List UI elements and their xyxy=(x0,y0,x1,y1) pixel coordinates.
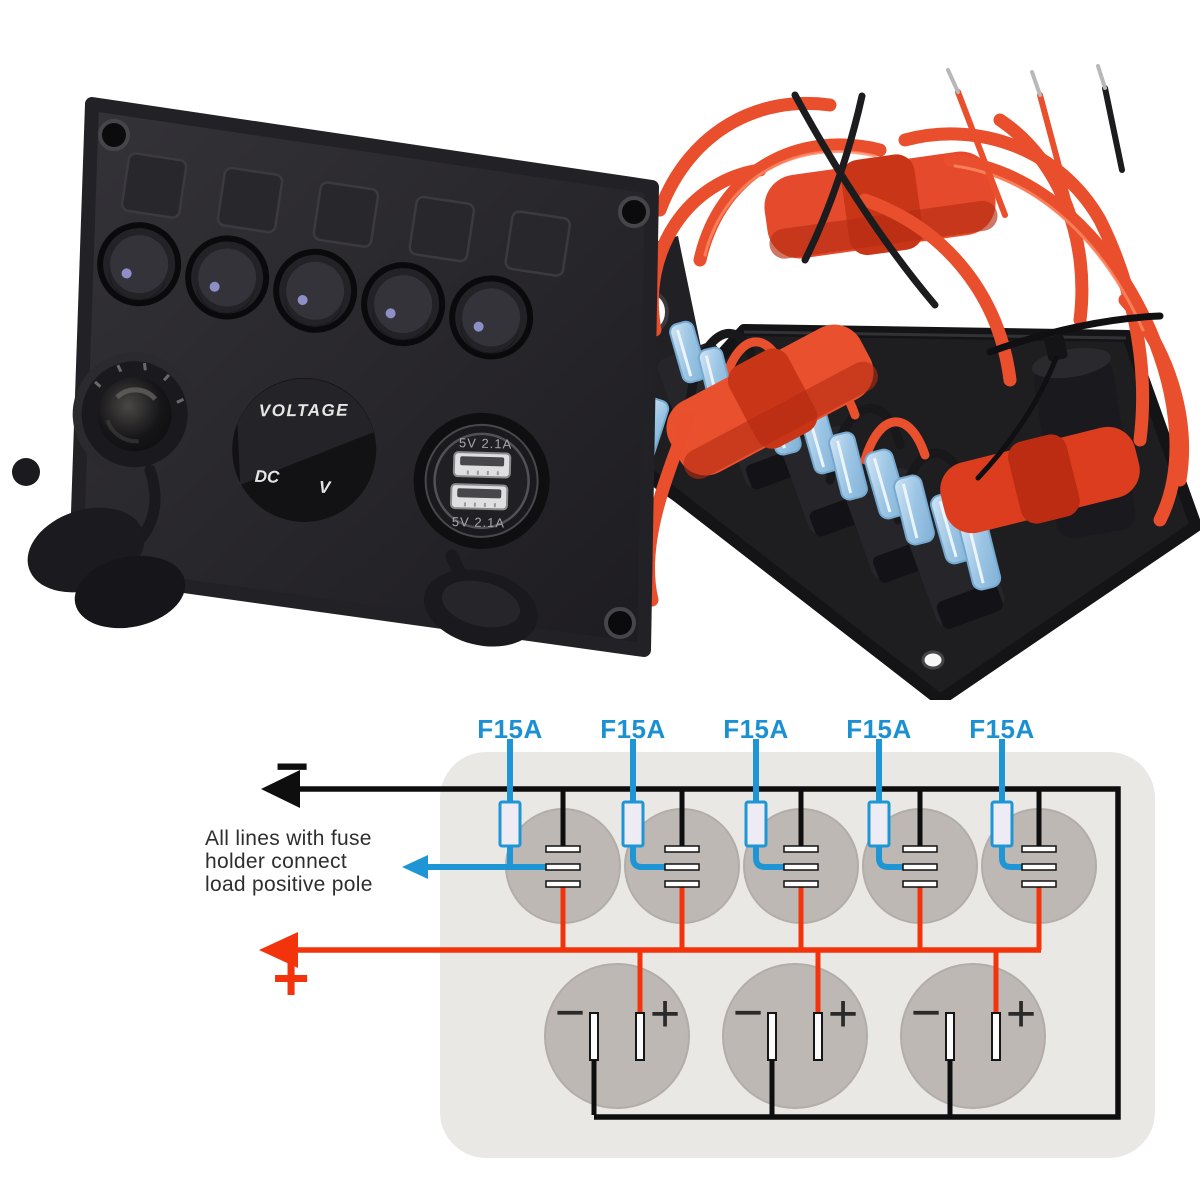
negative-bus: − xyxy=(261,734,1121,1120)
led-dot xyxy=(209,281,220,292)
fuse-label-1: F15A xyxy=(477,714,543,744)
rocker-switches xyxy=(97,222,534,360)
led-dot xyxy=(297,295,308,306)
usb-charger: 5V 2.1A 5V 2.1A xyxy=(413,412,550,549)
voltmeter-dc-label: DC xyxy=(254,467,280,487)
usb-port-bottom xyxy=(449,483,509,511)
load-3-neg-mark: − xyxy=(911,984,941,1042)
voltmeter: VOLTAGE DC V xyxy=(232,377,377,522)
rocker-switch-5 xyxy=(449,275,534,360)
usb-bottom-label: 5V 2.1A xyxy=(452,514,506,530)
plate-screw-hole xyxy=(921,650,945,670)
rocker-switch-2 xyxy=(185,235,270,320)
note-line-3: load positive pole xyxy=(205,873,373,896)
load-2-pos-mark: + xyxy=(828,985,858,1043)
label-windows xyxy=(120,152,572,277)
switch-terminals xyxy=(545,845,1057,888)
positive-bus: + xyxy=(259,886,1042,1014)
fuse-note: All lines with fuse holder connect load … xyxy=(205,827,373,896)
rocker-switch-1 xyxy=(97,222,182,307)
load-3-pos-mark: + xyxy=(1006,985,1036,1043)
voltmeter-v-label: V xyxy=(318,478,332,498)
led-dot xyxy=(121,268,132,279)
load-2-neg-mark: − xyxy=(733,984,763,1042)
note-line-2: holder connect xyxy=(205,850,347,873)
load-terminals: − + − + − + xyxy=(555,984,1036,1115)
rocker-switch-3 xyxy=(273,248,358,333)
note-line-1: All lines with fuse xyxy=(205,827,372,850)
load-1-neg-mark: − xyxy=(555,984,585,1042)
usb-top-label: 5V 2.1A xyxy=(459,435,513,451)
positive-bus-arrow xyxy=(259,932,298,968)
product-photos: VOLTAGE DC V 5V 2.1A xyxy=(12,64,1200,700)
positive-bus-symbol: + xyxy=(272,942,309,1014)
rocker-switch-4 xyxy=(361,262,446,347)
rubber-caps xyxy=(12,458,538,647)
negative-bus-arrow xyxy=(261,770,300,808)
fuse-circuits: F15A F15A F15A F15A F15A xyxy=(402,714,1035,879)
fuse-label-3: F15A xyxy=(723,714,789,744)
wiring-diagram: − xyxy=(205,714,1155,1158)
fuse-symbols xyxy=(498,800,1014,848)
zip-tie xyxy=(975,312,1164,481)
diagram-switches xyxy=(505,808,1097,924)
cigarette-socket xyxy=(72,352,197,477)
socket-ring-markings xyxy=(94,362,185,404)
voltmeter-title: VOLTAGE xyxy=(259,401,349,421)
front-view-photo: VOLTAGE DC V 5V 2.1A xyxy=(12,97,659,657)
usb-port-top xyxy=(452,451,512,479)
negative-bus-symbol: − xyxy=(275,734,309,799)
diagram-loads xyxy=(544,963,1046,1109)
led-dot xyxy=(473,321,484,332)
fuse-label-5: F15A xyxy=(969,714,1035,744)
fuse-label-2: F15A xyxy=(600,714,666,744)
back-view-photo xyxy=(607,64,1200,700)
load-1-pos-mark: + xyxy=(650,985,680,1043)
fuse-label-4: F15A xyxy=(846,714,912,744)
supply-wires xyxy=(791,64,1125,309)
fuse-note-arrow xyxy=(402,855,428,879)
led-dot xyxy=(385,308,396,319)
